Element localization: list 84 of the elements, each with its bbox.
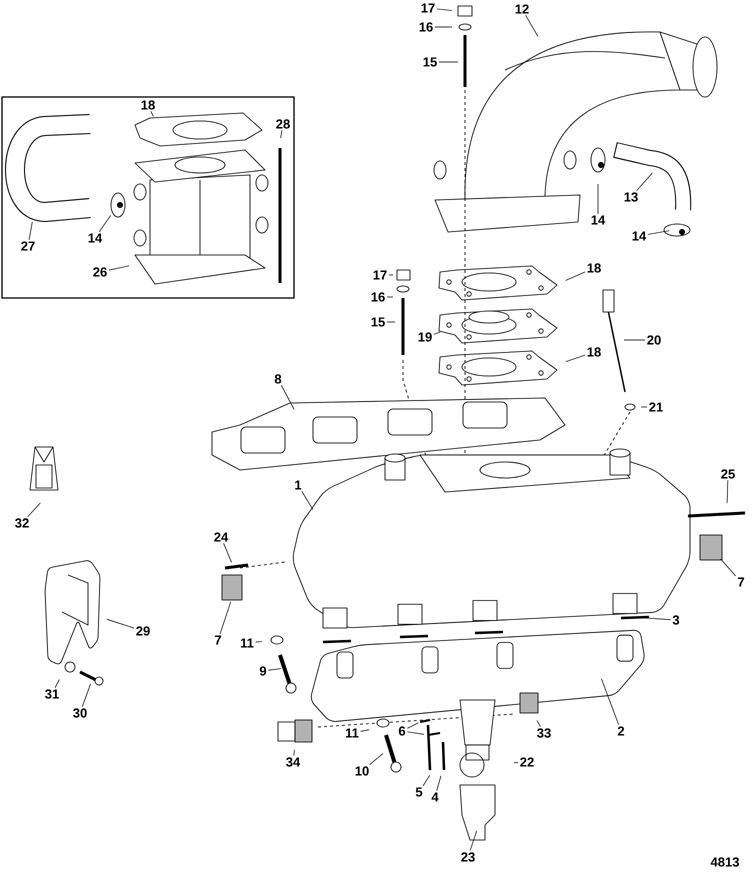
callout-number: 18: [588, 263, 601, 273]
leader-line: [726, 480, 728, 504]
leader-line: [601, 678, 620, 726]
callout-number: 11: [346, 728, 359, 738]
callout-number: 24: [214, 532, 228, 542]
leader-line: [434, 26, 452, 28]
leader-line: [470, 830, 478, 852]
callout-number: 26: [93, 267, 107, 277]
leader-line: [268, 668, 282, 671]
callout-number: 14: [592, 216, 606, 224]
callout-number: 30: [73, 708, 87, 718]
leader-line: [434, 332, 441, 335]
callout-number: 8: [274, 374, 282, 384]
callout-number: 4: [432, 792, 439, 802]
callout-number: 19: [418, 332, 432, 342]
leader-line: [525, 14, 538, 37]
callout-number: 7: [214, 636, 222, 644]
callout-number: 29: [136, 626, 150, 636]
leader-line: [82, 683, 91, 708]
leader-line: [514, 762, 518, 764]
leader-line: [220, 601, 232, 634]
callout-number: 5: [416, 787, 422, 797]
callout-number: 15: [372, 317, 385, 327]
leader-line: [406, 722, 419, 729]
leader-line: [386, 296, 394, 298]
callout-number: 27: [21, 241, 35, 251]
callout-number: 18: [588, 347, 601, 357]
callout-number: 3: [672, 615, 680, 625]
callout-number: 21: [649, 402, 663, 412]
callout-number: 16: [420, 22, 433, 32]
leader-line: [360, 729, 370, 732]
leader-line: [565, 354, 586, 362]
leader-line: [406, 731, 424, 735]
callout-number: 17: [422, 4, 435, 12]
callout-number: 12: [516, 4, 529, 14]
callout-number: 25: [721, 469, 735, 479]
leader-line: [301, 490, 314, 510]
callout-number: 14: [88, 234, 102, 242]
callout-number: 20: [647, 335, 661, 345]
callout-number: 33: [537, 728, 551, 738]
leader-line: [98, 214, 112, 232]
callout-number: 2: [618, 726, 624, 736]
callout-number: 1: [295, 480, 302, 490]
leader-line: [720, 558, 736, 576]
leader-line: [293, 750, 295, 756]
leader-line: [636, 172, 653, 192]
leader-line: [108, 265, 130, 270]
leader-line: [28, 222, 33, 240]
leader-line: [422, 775, 430, 786]
leader-line: [150, 110, 154, 117]
callout-number: 6: [398, 726, 406, 736]
callout-number: 31: [45, 689, 59, 699]
callout-number: 9: [260, 666, 266, 676]
callout-number: 11: [240, 638, 254, 648]
figure-number: 4813: [710, 857, 739, 867]
callout-number: 32: [15, 518, 29, 528]
leader-line: [640, 406, 648, 408]
leader-line: [223, 542, 232, 563]
leader-line: [280, 384, 294, 410]
leader-line: [388, 274, 394, 276]
leader-line: [106, 618, 134, 628]
callout-number: 17: [374, 270, 387, 280]
leader-line: [634, 616, 672, 620]
callout-number: 7: [738, 578, 744, 586]
leader-line: [369, 753, 384, 766]
callout-number: 34: [286, 757, 300, 767]
callout-number: 10: [356, 766, 369, 776]
leader-line: [436, 776, 442, 792]
leader-line: [536, 720, 541, 728]
leader-line: [565, 272, 586, 281]
leader-line: [54, 679, 60, 688]
leader-line: [27, 502, 41, 518]
leader-line: [280, 130, 282, 138]
callout-number: 15: [424, 57, 437, 67]
leader-line: [648, 230, 670, 235]
leader-line: [436, 8, 452, 11]
leader-line: [255, 641, 262, 642]
callout-number: 28: [276, 119, 290, 129]
callout-number: 16: [372, 292, 385, 302]
callout-number: 14: [632, 232, 646, 240]
callout-number: 22: [520, 757, 534, 767]
callout-number: 18: [142, 100, 155, 110]
callout-number: 13: [624, 192, 638, 202]
callout-number: 23: [461, 852, 475, 862]
